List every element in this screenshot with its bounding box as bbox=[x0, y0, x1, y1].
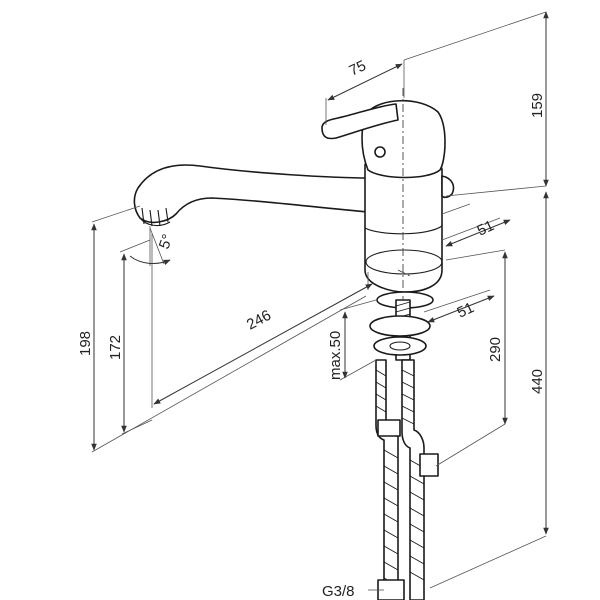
dimension-labels: 75 159 51 51 5° 246 198 172 max.50 290 4… bbox=[77, 57, 546, 600]
dim-top-height: 159 bbox=[529, 93, 546, 118]
dim-spout-angle: 5° bbox=[156, 232, 177, 251]
dim-connection-thread: G3/8 bbox=[322, 583, 355, 600]
aerator-grid bbox=[141, 207, 169, 227]
hose-fitting-left bbox=[377, 419, 401, 437]
hose-right bbox=[401, 359, 425, 600]
lever-pivot bbox=[374, 146, 386, 158]
dim-shank-length: 290 bbox=[487, 337, 504, 362]
faucet-outline bbox=[133, 88, 455, 600]
side-knob bbox=[441, 175, 455, 199]
dim-body-diameter-lower: 51 bbox=[455, 299, 477, 321]
dim-handle-width: 75 bbox=[347, 57, 369, 79]
body-base-ellipse bbox=[365, 249, 443, 275]
mounting-nut bbox=[373, 336, 427, 356]
dim-counter-thickness: max.50 bbox=[327, 331, 344, 380]
hose-fitting-right bbox=[419, 453, 439, 477]
spout-aerator bbox=[139, 217, 171, 227]
spout bbox=[133, 164, 371, 224]
body-seam bbox=[364, 225, 443, 235]
dimension-lines bbox=[91, 11, 549, 591]
dim-spout-height: 172 bbox=[107, 335, 124, 360]
dim-spout-reach: 246 bbox=[244, 307, 274, 334]
lever-handle bbox=[321, 103, 399, 140]
mounting-washer bbox=[369, 315, 431, 337]
dim-body-diameter-upper: 51 bbox=[475, 217, 497, 239]
dim-total-height: 198 bbox=[77, 331, 94, 356]
dim-hose-length: 440 bbox=[529, 369, 546, 394]
